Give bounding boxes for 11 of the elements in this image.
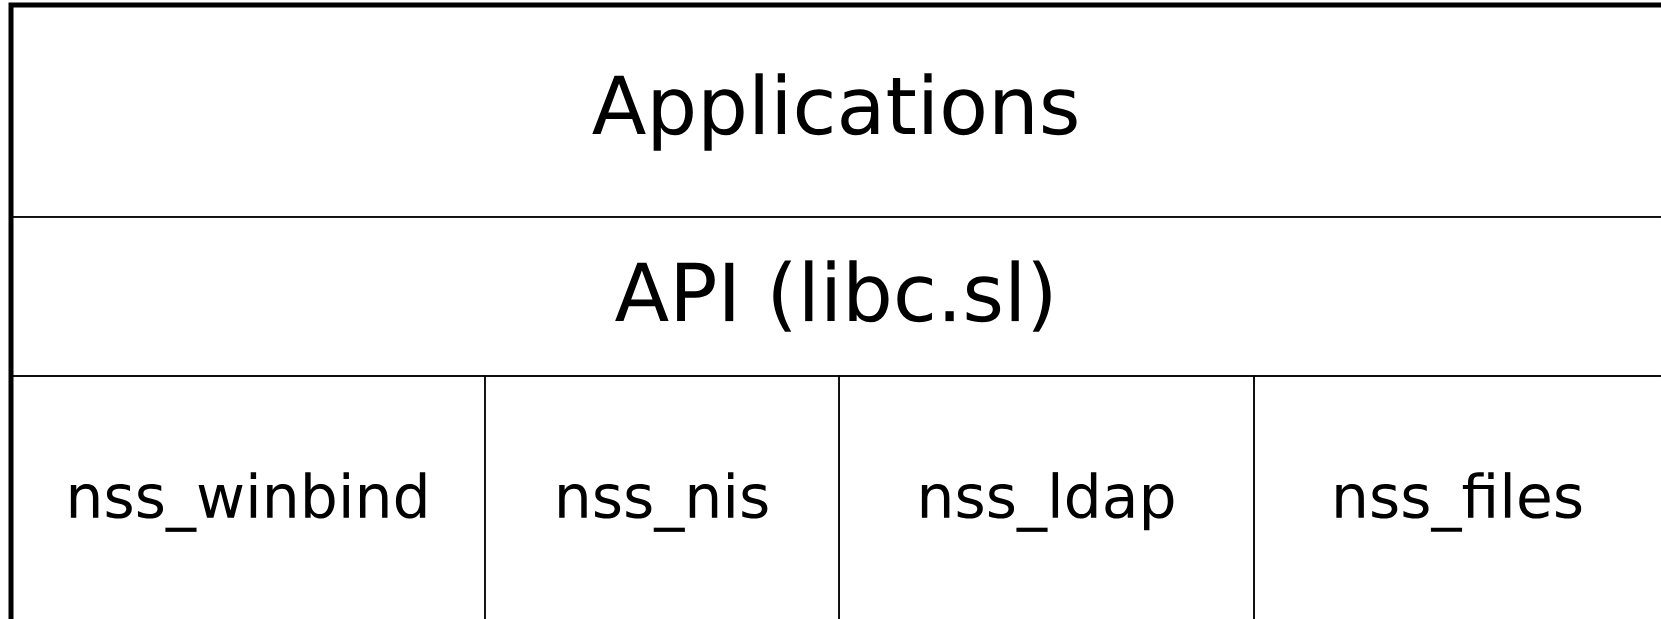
node-text: nss_ldap <box>921 472 1174 532</box>
module-box: nss_nis <box>484 375 840 619</box>
node-text: nss_nis <box>559 472 768 532</box>
node-text: nss_winbind <box>70 472 426 532</box>
node-text: nss_files <box>1336 472 1582 532</box>
module-box: nss_ldap <box>838 375 1255 619</box>
node-text: Applications <box>592 73 1077 151</box>
node-text: API (libc.sl) <box>615 260 1051 332</box>
module-box: nss_winbind <box>10 375 486 619</box>
layer-box: API (libc.sl) <box>10 216 1661 377</box>
module-box: nss_files <box>1253 375 1661 619</box>
